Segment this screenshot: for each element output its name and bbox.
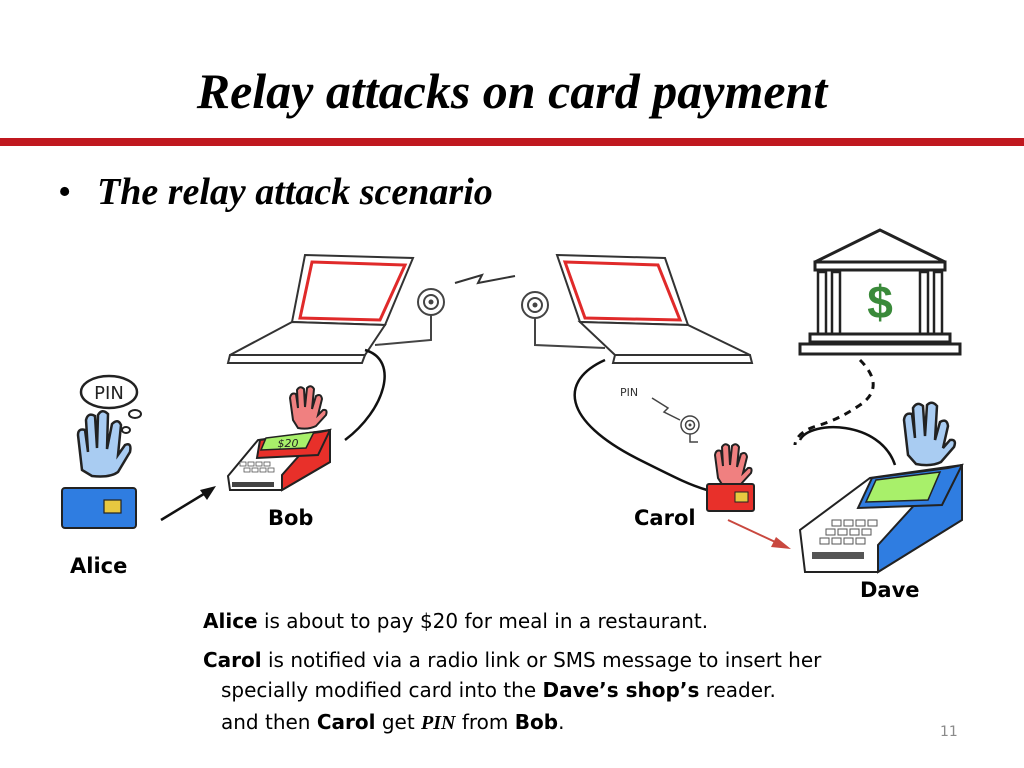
- caption-text-4a: and then: [221, 710, 317, 734]
- caption-line-3: specially modified card into the Dave’s …: [221, 678, 776, 702]
- caption-line-1: Alice is about to pay $20 for meal in a …: [203, 609, 708, 633]
- caption-daves-shop: Dave’s shop’s: [542, 678, 700, 702]
- carol-card: [706, 483, 755, 512]
- label-dave: Dave: [860, 578, 920, 602]
- caption-text-4b: get: [375, 710, 422, 734]
- bob-cable: [344, 348, 386, 441]
- pin-bubble-text: PIN: [94, 383, 124, 404]
- caption-text-1: is about to pay $20 for meal in a restau…: [257, 609, 709, 633]
- carol-radio-receiver: PIN: [620, 386, 700, 443]
- caption-text-4d: .: [558, 710, 565, 734]
- caption-line-4: and then Carol get PIN from Bob.: [221, 710, 564, 735]
- caption-name-carol: Carol: [203, 648, 262, 672]
- alice-pin-thought: PIN: [79, 374, 142, 434]
- caption-name-bob: Bob: [514, 710, 559, 734]
- carol-to-dave-arrow: [727, 519, 791, 549]
- caption-name-carol-2: Carol: [316, 710, 376, 734]
- carol-laptop: [555, 253, 754, 364]
- radio-link-icon: [454, 273, 516, 285]
- bank-dollar-sign: $: [867, 276, 893, 328]
- carol-antenna: [521, 291, 606, 349]
- caption-text-2: is notified via a radio link or SMS mess…: [261, 648, 822, 672]
- carol-hand-icon: [713, 443, 753, 488]
- bullet-text: The relay attack scenario: [97, 171, 493, 213]
- caption-text-3b: reader.: [699, 678, 776, 702]
- alice-hand-icon: [76, 410, 132, 478]
- caption-text-4c: from: [455, 710, 515, 734]
- dave-hand-icon: [902, 401, 957, 467]
- bank-icon: $: [798, 228, 962, 356]
- bullet-marker: •: [58, 171, 72, 213]
- caption-line-2: Carol is notified via a radio link or SM…: [203, 648, 821, 672]
- bank-link: [793, 358, 875, 446]
- bob-terminal: $20: [226, 428, 332, 492]
- slide-title: Relay attacks on card payment: [196, 63, 828, 119]
- caption-pin: PIN: [421, 712, 456, 734]
- bob-laptop: [226, 253, 415, 364]
- label-carol: Carol: [634, 506, 696, 530]
- caption-name-alice: Alice: [203, 609, 258, 633]
- title-divider: [0, 138, 1024, 146]
- dave-cable: [798, 425, 897, 466]
- dave-terminal: [798, 463, 964, 574]
- terminal-amount: $20: [278, 437, 299, 450]
- caption-text-3a: specially modified card into the: [221, 678, 543, 702]
- carol-cable: [573, 358, 708, 492]
- page-number: 11: [940, 724, 958, 740]
- label-alice: Alice: [70, 554, 128, 578]
- label-bob: Bob: [268, 506, 314, 530]
- alice-to-bob-arrow: [160, 486, 216, 522]
- bob-hand-icon: [288, 385, 328, 430]
- radio-pin-label: PIN: [620, 386, 638, 399]
- alice-card: [61, 487, 137, 529]
- bob-antenna: [374, 288, 445, 346]
